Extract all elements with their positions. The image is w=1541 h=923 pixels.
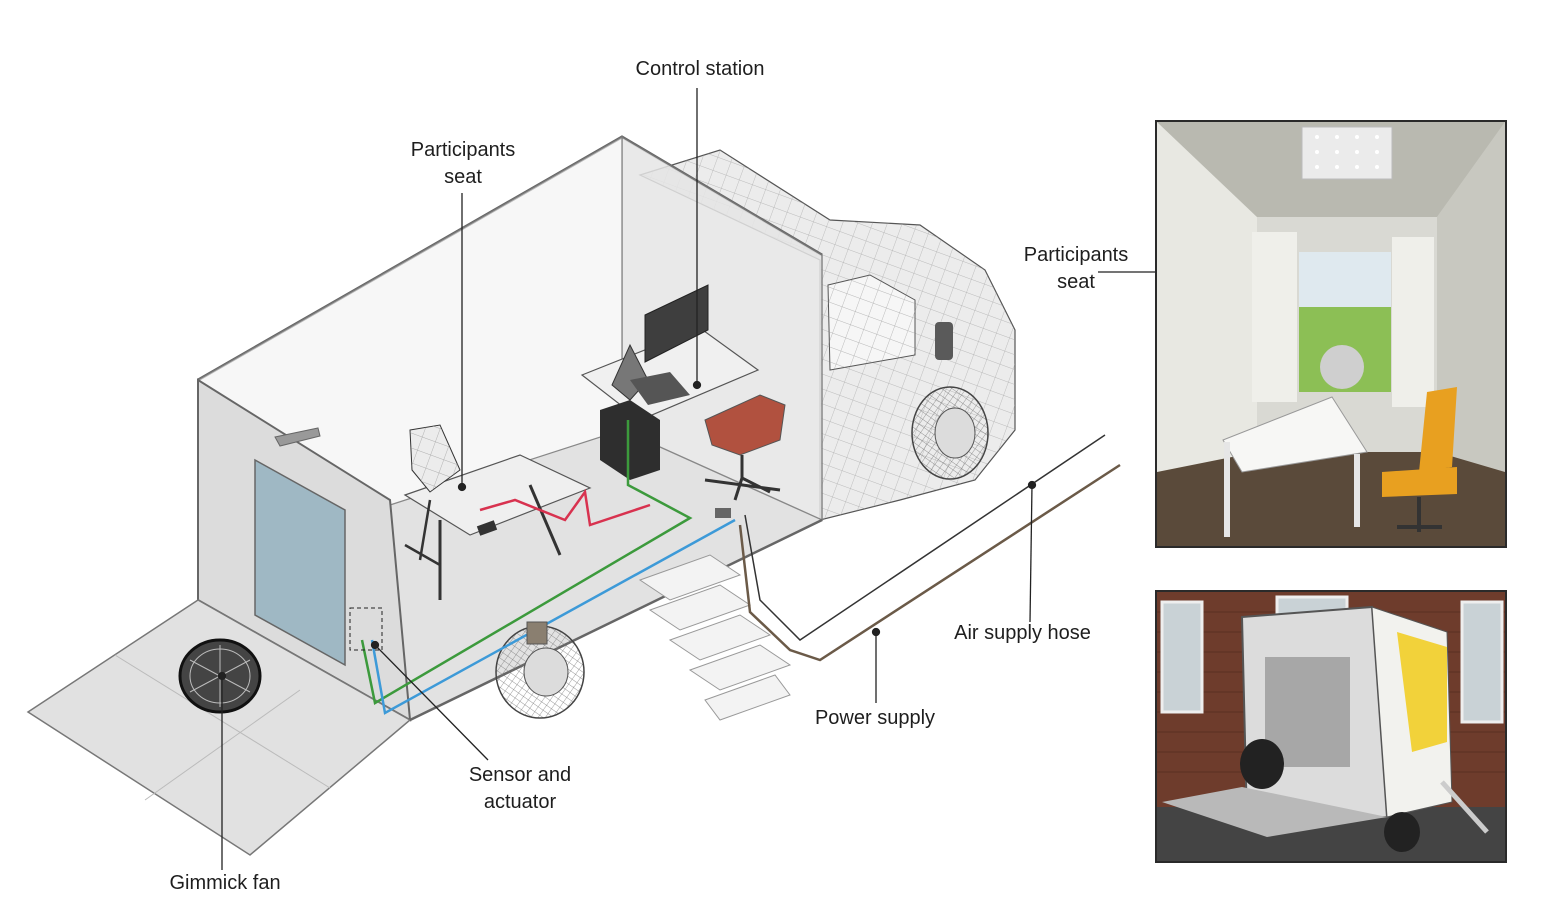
entry-steps: [638, 554, 792, 721]
power-supply-label: Power supply: [814, 707, 936, 729]
photo-participants-seat-label-line2: seat: [1057, 271, 1095, 293]
photo-participants-seat-label-line1: Participants: [1023, 244, 1129, 266]
control-station-chair: [704, 394, 786, 501]
control-station-label: Control station: [635, 58, 765, 80]
sensor-actuator-label-line1: Sensor and: [468, 764, 572, 786]
participant-desk: [403, 454, 592, 600]
air-supply-hose-label: Air supply hose: [954, 622, 1091, 644]
sensor-box: [349, 508, 731, 651]
green-cable: [360, 420, 693, 705]
blue-cable: [370, 518, 736, 715]
gimmick-fan-label: Gimmick fan: [169, 872, 281, 894]
red-cable: [479, 488, 651, 527]
power-supply-cable: [738, 463, 1121, 662]
participants-seat-label-line2: seat: [444, 166, 482, 188]
exterior-photo: [1155, 590, 1507, 863]
front-wheel: [911, 386, 989, 480]
control-station-desk: [580, 284, 760, 480]
exterior-photo-image: [1157, 592, 1505, 861]
interior-photo: [1155, 120, 1507, 548]
sensor-actuator-label-line2: actuator: [483, 791, 557, 813]
participants-seat-label-line1: Participants: [410, 139, 516, 161]
interior-photo-image: [1157, 122, 1505, 546]
sensor-actuator-label: Sensor and actuator: [440, 762, 600, 816]
cables: [360, 420, 736, 715]
participant-chair: [404, 424, 461, 567]
rear-wheel: [495, 625, 585, 719]
air-supply-hose: [744, 434, 1106, 641]
photo-participants-seat-label: Participants seat: [1000, 242, 1152, 296]
participants-seat-label: Participants seat: [388, 137, 538, 191]
